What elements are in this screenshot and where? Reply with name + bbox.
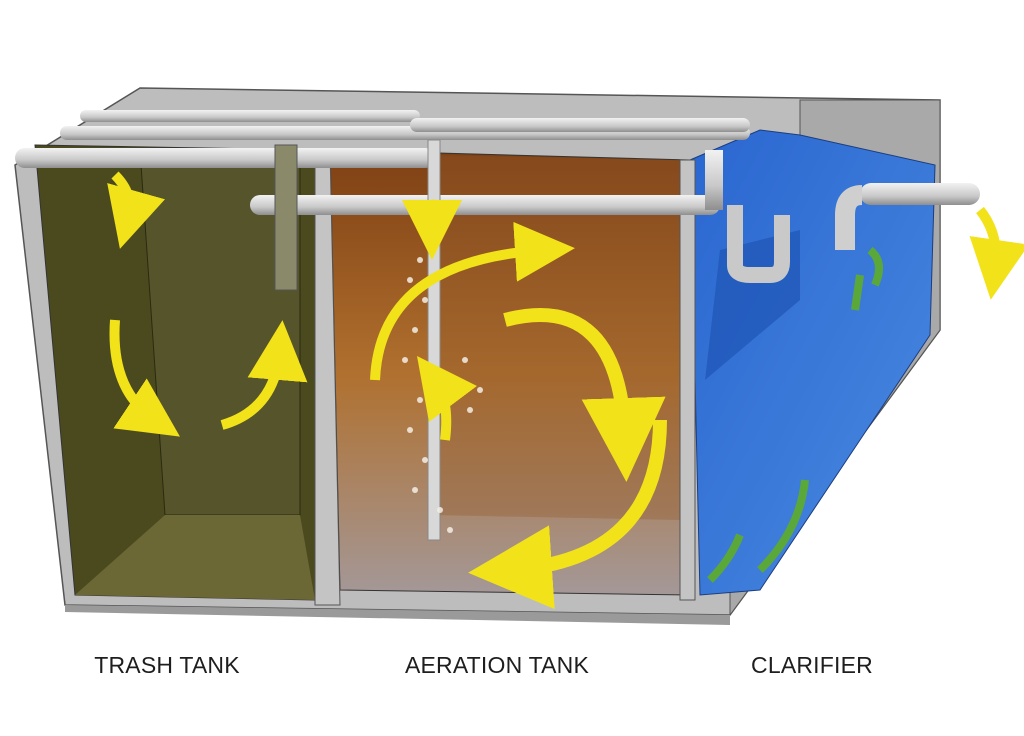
return-arrows	[707, 246, 883, 583]
partition-walls	[65, 149, 730, 625]
aeration-tank-compartment	[329, 149, 691, 596]
aeration-tank-label: AERATION TANK	[404, 652, 590, 678]
flow-arrows	[107, 171, 1024, 610]
clarifier-label: CLARIFIER	[751, 652, 873, 678]
trash-tank-compartment	[34, 144, 316, 601]
trash-tank-label: TRASH TANK	[94, 652, 240, 678]
air-bubbles	[402, 257, 483, 533]
